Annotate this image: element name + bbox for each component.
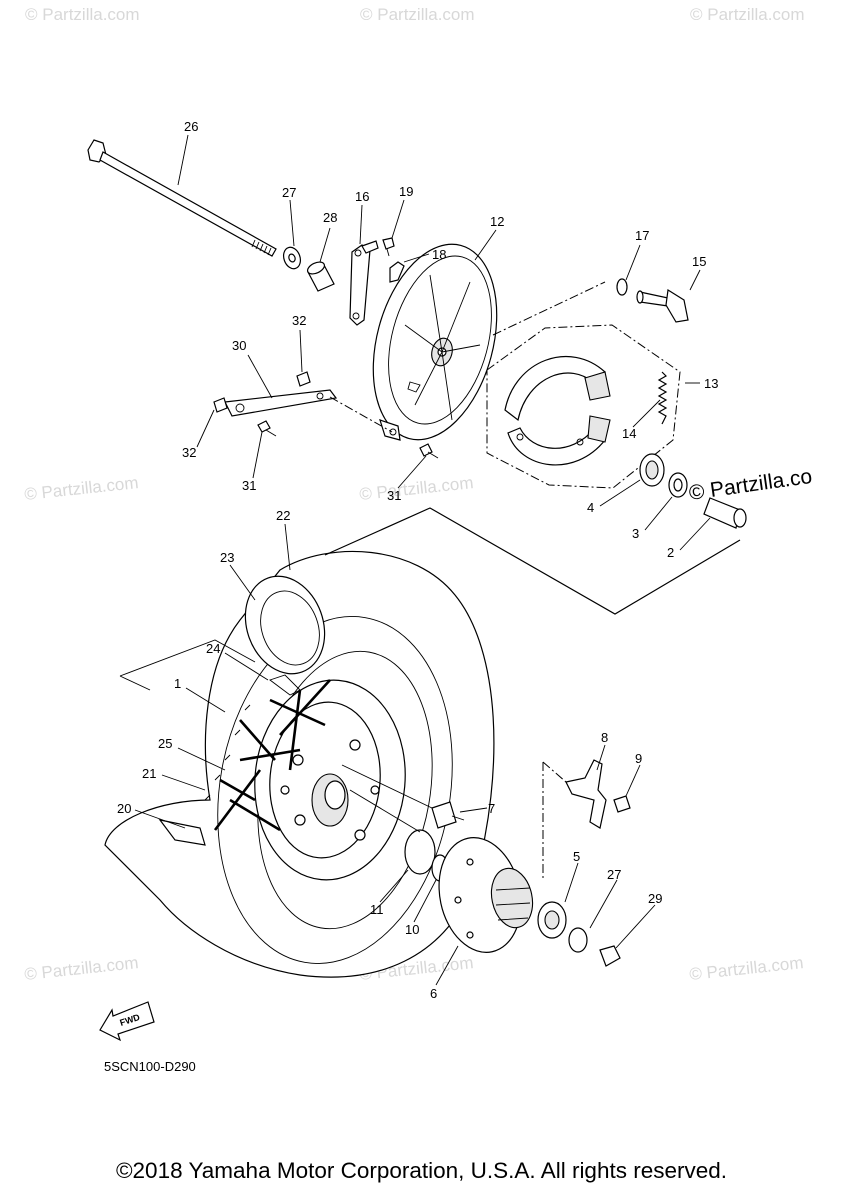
callout-number: 9	[635, 751, 642, 766]
brake-panel-part	[372, 243, 498, 441]
watermark: © Partzilla.com	[23, 953, 139, 984]
reference-line	[341, 764, 433, 833]
callout-number: 31	[387, 488, 401, 503]
callout-number: 10	[405, 922, 419, 937]
callout-number: 27	[607, 867, 621, 882]
reference-line	[542, 761, 567, 880]
callout-number: 13	[704, 376, 718, 391]
axle-part	[87, 139, 277, 257]
valve-part	[158, 819, 206, 846]
callout-number: 5	[573, 849, 580, 864]
bolt-part	[257, 420, 277, 437]
reference-line	[324, 507, 741, 615]
callout-number: 25	[158, 736, 172, 751]
brake-shoe-part	[504, 355, 611, 466]
nut-part	[296, 371, 311, 387]
callout-number: 1	[174, 676, 181, 691]
callout-number: 17	[635, 228, 649, 243]
callout-number: 26	[184, 119, 198, 134]
hub-part	[254, 679, 406, 881]
oil-seal-part	[616, 278, 628, 296]
callout-number: 4	[587, 500, 594, 515]
callout-number: 11	[370, 902, 384, 917]
callout-number: 6	[430, 986, 437, 1001]
washer-part	[568, 927, 588, 953]
watermark: © Partzilla.com	[360, 5, 475, 24]
reference-line	[119, 639, 256, 691]
spring-part	[657, 371, 668, 425]
nipple-part	[204, 704, 251, 801]
callout-number: 22	[276, 508, 290, 523]
callout-number: 7	[488, 801, 495, 816]
nut-part	[599, 945, 621, 967]
bolt-part	[419, 443, 439, 459]
callout-number: 19	[399, 184, 413, 199]
callout-number: 12	[490, 214, 504, 229]
o-ring-part	[404, 829, 436, 875]
watermark: © Partzilla.com	[690, 5, 805, 24]
callout-number: 29	[648, 891, 662, 906]
reference-line	[492, 281, 606, 336]
watermark-dark: © Partzilla.co	[687, 465, 813, 505]
spacer-part	[703, 497, 747, 529]
callout-number: 16	[355, 189, 369, 204]
inner-tube-part	[244, 575, 326, 675]
bracket-part	[565, 759, 607, 829]
watermark: © Partzilla.com	[23, 473, 139, 504]
reference-line	[329, 396, 393, 433]
callout-number: 18	[432, 247, 446, 262]
nut-part	[613, 795, 631, 813]
seal-part	[668, 472, 688, 498]
camshaft-part	[636, 288, 689, 323]
clutch-hub-part	[438, 837, 534, 953]
callout-number: 23	[220, 550, 234, 565]
callout-labels: 26 27 28 16 19 18 12 17 15 13 14 32 30 3…	[117, 119, 718, 1001]
callout-number: 8	[601, 730, 608, 745]
bearing-part	[537, 901, 567, 939]
callout-number: 30	[232, 338, 246, 353]
indicator-part	[389, 261, 405, 283]
callout-number: 31	[242, 478, 256, 493]
bolt-part	[382, 237, 395, 257]
callout-number: 2	[667, 545, 674, 560]
callout-number: 20	[117, 801, 131, 816]
bearing-part	[639, 453, 665, 487]
leader-lines	[134, 134, 711, 986]
callout-number: 21	[142, 766, 156, 781]
damper-part	[431, 801, 465, 829]
nut-part	[213, 397, 228, 413]
callout-number: 24	[206, 641, 220, 656]
watermark: © Partzilla.com	[358, 473, 474, 504]
kit-boundary	[486, 324, 681, 489]
copyright-notice: ©2018 Yamaha Motor Corporation, U.S.A. A…	[115, 1158, 728, 1183]
tension-bar-part	[224, 389, 338, 417]
rim-band-part	[269, 674, 301, 696]
brake-lever-part	[349, 240, 379, 326]
collar-part	[306, 261, 335, 292]
callout-number: 15	[692, 254, 706, 269]
diagram-code: 5SCN100-D290	[104, 1059, 196, 1074]
watermark: © Partzilla.com	[688, 953, 804, 984]
callout-number: 14	[622, 426, 636, 441]
callout-number: 3	[632, 526, 639, 541]
callout-number: 28	[323, 210, 337, 225]
watermark: © Partzilla.com	[25, 5, 140, 24]
callout-number: 27	[282, 185, 296, 200]
forward-arrow-icon: FWD	[99, 1001, 155, 1042]
callout-number: 32	[292, 313, 306, 328]
spokes-part	[213, 679, 331, 832]
washer-part	[282, 246, 302, 270]
callout-number: 32	[182, 445, 196, 460]
